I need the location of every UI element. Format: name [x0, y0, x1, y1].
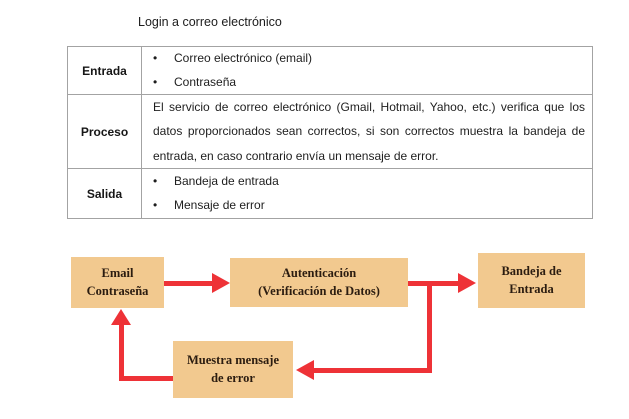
list-item-text: Mensaje de error [174, 197, 265, 212]
node-label-line: Autenticación [281, 266, 357, 280]
bullet-icon: • [153, 51, 158, 65]
bullet-icon: • [153, 174, 158, 189]
list-item: • Contraseña [142, 71, 592, 95]
arrowhead-right-icon [212, 273, 230, 293]
arrow-error-return-vertical [119, 323, 124, 381]
flowchart-node-auth: Autenticación (Verificación de Datos) [230, 258, 408, 307]
node-label-line: (Verificación de Datos) [258, 283, 380, 298]
flowchart-node-credentials: Email Contraseña [71, 257, 164, 308]
row-content-salida: • Bandeja de entrada • Mensaje de error [141, 168, 593, 220]
io-table: Entrada • Correo electrónico (email) • C… [67, 46, 593, 220]
flowchart-node-error: Muestra mensaje de error [173, 341, 293, 398]
row-content-entrada: • Correo electrónico (email) • Contraseñ… [141, 46, 593, 95]
list-item-text: Bandeja de entrada [174, 174, 279, 189]
arrow-auth-branch-down [427, 281, 432, 373]
page-title: Login a correo electrónico [138, 15, 282, 29]
node-label-line: Entrada [509, 281, 554, 296]
node-label-line: Contraseña [86, 283, 149, 298]
list-item: • Mensaje de error [142, 194, 592, 218]
node-label-line: Email [101, 266, 134, 280]
table-row-salida: Salida • Bandeja de entrada • Mensaje de… [67, 168, 593, 220]
arrow-to-error-box [314, 368, 432, 373]
arrowhead-left-icon [296, 360, 314, 380]
arrow-credentials-to-auth [164, 281, 213, 286]
row-label-salida: Salida [67, 168, 142, 220]
node-label-line: Muestra mensaje [187, 353, 279, 367]
list-item: • Correo electrónico (email) [142, 47, 592, 71]
node-label-line: Bandeja de [501, 264, 562, 278]
row-label-entrada: Entrada [67, 46, 142, 95]
process-description: El servicio de correo electrónico (Gmail… [153, 100, 585, 163]
list-item-text: Correo electrónico (email) [174, 51, 313, 65]
bullet-icon: • [153, 197, 158, 212]
arrow-auth-to-inbox [408, 281, 459, 286]
row-label-proceso: Proceso [67, 93, 142, 170]
arrow-error-return-horizontal [119, 376, 173, 381]
table-row-proceso: Proceso El servicio de correo electrónic… [67, 93, 593, 170]
row-content-proceso: El servicio de correo electrónico (Gmail… [141, 93, 593, 170]
list-item: • Bandeja de entrada [142, 170, 592, 194]
arrowhead-up-icon [111, 309, 131, 325]
list-item-text: Contraseña [174, 74, 237, 89]
flowchart-node-inbox: Bandeja de Entrada [478, 253, 585, 308]
table-row-entrada: Entrada • Correo electrónico (email) • C… [67, 46, 593, 95]
arrowhead-right-icon [458, 273, 476, 293]
node-label-line: de error [211, 370, 255, 385]
bullet-icon: • [153, 74, 158, 89]
